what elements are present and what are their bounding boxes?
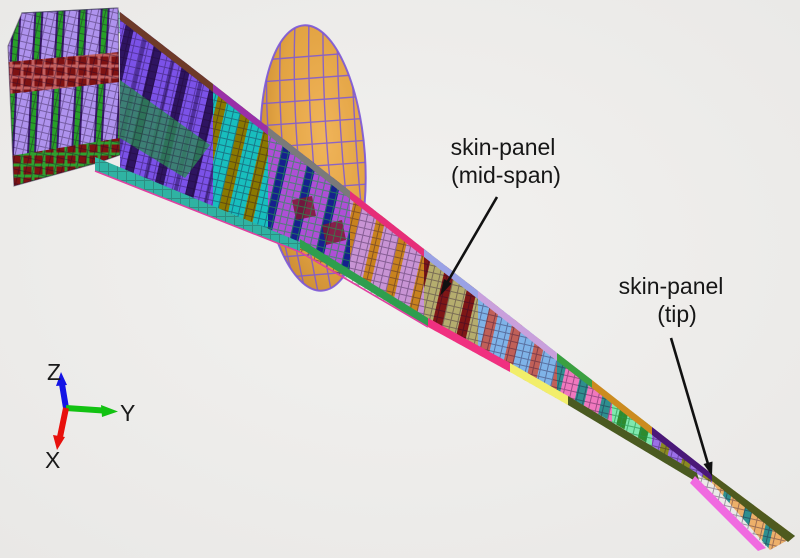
top-edge-strip <box>557 353 592 388</box>
annotation-tip-line2: (tip) <box>657 301 697 327</box>
y-axis-arrow <box>65 405 104 414</box>
top-edge-strip <box>478 291 557 361</box>
root-cut-face <box>8 8 120 186</box>
y-axis-label: Y <box>120 400 135 426</box>
bottom-edge-strip-green <box>300 239 428 327</box>
annotation-midspan-arrow-line <box>442 196 499 289</box>
annotation-tip: skin-panel (tip) <box>619 273 724 476</box>
annotation-midspan-line2: (mid-span) <box>451 162 561 188</box>
bottom-edge-strip-yellow <box>510 363 568 405</box>
z-axis-arrowhead <box>56 372 67 386</box>
wing-root-block <box>7 7 129 187</box>
x-axis-label: X <box>45 447 60 473</box>
top-edge-strip <box>652 427 712 481</box>
top-edge-strip <box>592 380 652 435</box>
annotation-midspan: skin-panel (mid-span) <box>440 134 561 296</box>
bottom-edge-strip-orchid <box>690 476 766 551</box>
annotation-midspan-line1: skin-panel <box>451 134 556 160</box>
annotation-tip-arrow-line <box>669 337 710 465</box>
annotation-tip-arrowhead <box>703 461 713 476</box>
axis-triad: Z Y X <box>45 359 135 473</box>
junction-green-mesh <box>268 127 350 271</box>
z-axis-arrow <box>59 383 69 409</box>
x-axis-arrow <box>57 407 69 438</box>
trailing-edge-outline <box>94 170 429 328</box>
top-edge-strip <box>268 127 350 199</box>
annotation-tip-line1: skin-panel <box>619 273 724 299</box>
root-face-mesh <box>8 8 120 186</box>
top-edge-strip <box>712 474 795 542</box>
z-axis-label: Z <box>47 359 61 385</box>
bottom-edge-strip-olive <box>568 396 700 484</box>
y-axis-arrowhead <box>101 405 118 417</box>
bottom-edge-mesh <box>95 157 300 252</box>
top-edge-strip <box>213 84 268 135</box>
wing-bottom-edge-strips <box>94 157 766 551</box>
top-edge-strip <box>120 12 213 92</box>
annotation-midspan-arrowhead <box>440 279 452 296</box>
bottom-edge-strip-pink <box>428 318 510 372</box>
x-axis-arrowhead <box>53 435 65 450</box>
top-edge-strip <box>350 191 424 257</box>
